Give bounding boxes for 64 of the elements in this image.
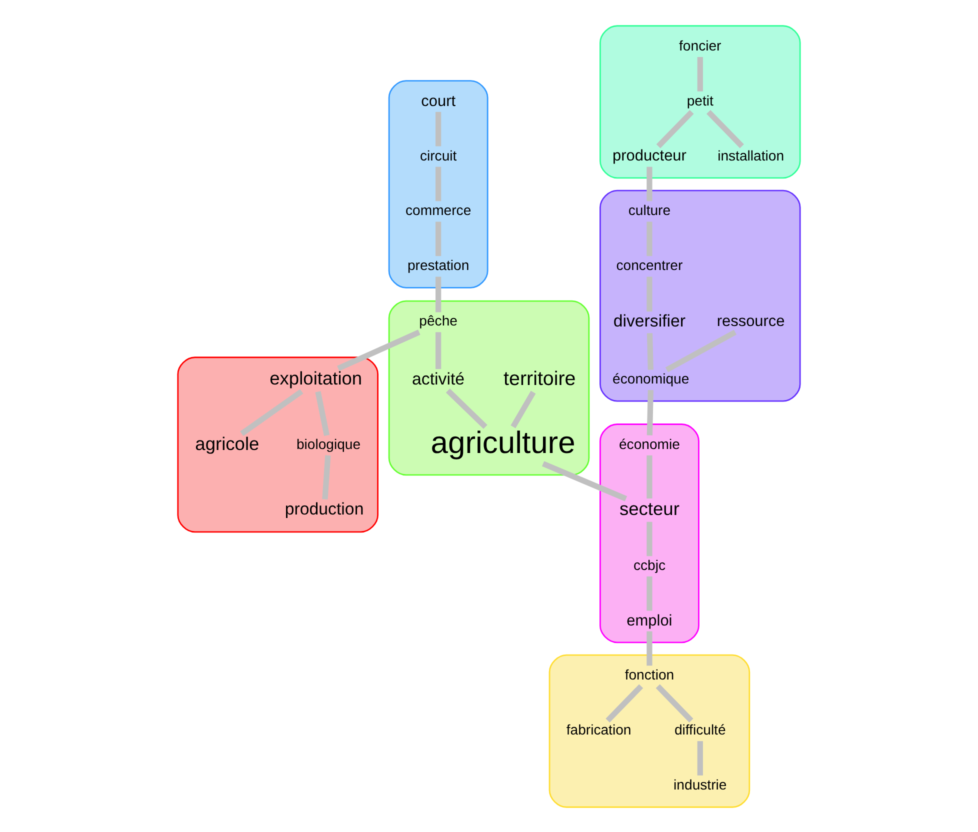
cluster <box>548 654 750 808</box>
connector <box>436 221 442 256</box>
connector <box>646 389 654 435</box>
connector <box>240 388 304 436</box>
node-text: production <box>284 498 364 518</box>
node-text: circuit <box>420 146 457 163</box>
connector <box>542 460 628 501</box>
connector <box>646 166 652 201</box>
connector <box>436 332 442 369</box>
connector <box>646 521 652 556</box>
connector <box>446 388 488 428</box>
node-text: fabrication <box>566 721 632 738</box>
connector <box>697 740 703 775</box>
connector <box>436 276 442 312</box>
node-text: exploitation <box>270 367 362 388</box>
connector <box>665 329 737 372</box>
node-text: agricole <box>195 432 260 454</box>
node-text: ressource <box>716 312 785 330</box>
node-text: pêche <box>419 312 458 328</box>
cluster <box>600 423 700 643</box>
connector <box>315 390 330 436</box>
node-text: difficulté <box>674 721 726 738</box>
node-text: industrie <box>674 776 727 792</box>
node-text: commerce <box>406 202 472 218</box>
connector <box>337 329 420 371</box>
cluster <box>177 356 378 532</box>
connector <box>646 221 652 256</box>
connector <box>697 56 703 91</box>
node-text: concentrer <box>616 256 683 273</box>
cluster <box>600 24 801 178</box>
node-text: prestation <box>407 256 470 273</box>
cluster <box>600 189 801 402</box>
node-text: culture <box>628 202 671 218</box>
node-text: court <box>421 92 456 110</box>
node-text: installation <box>718 146 784 163</box>
node-text: secteur <box>619 497 680 518</box>
node-text: agriculture <box>430 424 576 460</box>
connector <box>646 332 654 370</box>
node-text: producteur <box>612 147 686 164</box>
node-text: économique <box>612 370 690 386</box>
node-text: économie <box>618 435 680 452</box>
connector <box>646 276 652 312</box>
node-text: fonction <box>624 666 674 682</box>
connector <box>646 630 652 666</box>
node-text: petit <box>686 92 714 108</box>
connector <box>646 454 652 498</box>
connector <box>656 109 694 148</box>
cluster <box>388 80 488 288</box>
connector <box>322 454 331 500</box>
node-text: foncier <box>679 37 722 54</box>
connector <box>436 166 442 201</box>
node-text: biologique <box>296 435 361 452</box>
node-text: ccbjc <box>633 556 666 572</box>
node-text: emploi <box>626 612 672 629</box>
node-text: diversifier <box>613 311 686 330</box>
connector <box>646 576 652 610</box>
node-text: territoire <box>504 368 576 390</box>
cluster <box>388 300 590 476</box>
connector <box>656 684 694 722</box>
node-text: activité <box>412 368 465 388</box>
connector <box>436 111 442 146</box>
connector <box>706 109 744 148</box>
connector <box>510 390 536 428</box>
connector <box>606 684 644 722</box>
